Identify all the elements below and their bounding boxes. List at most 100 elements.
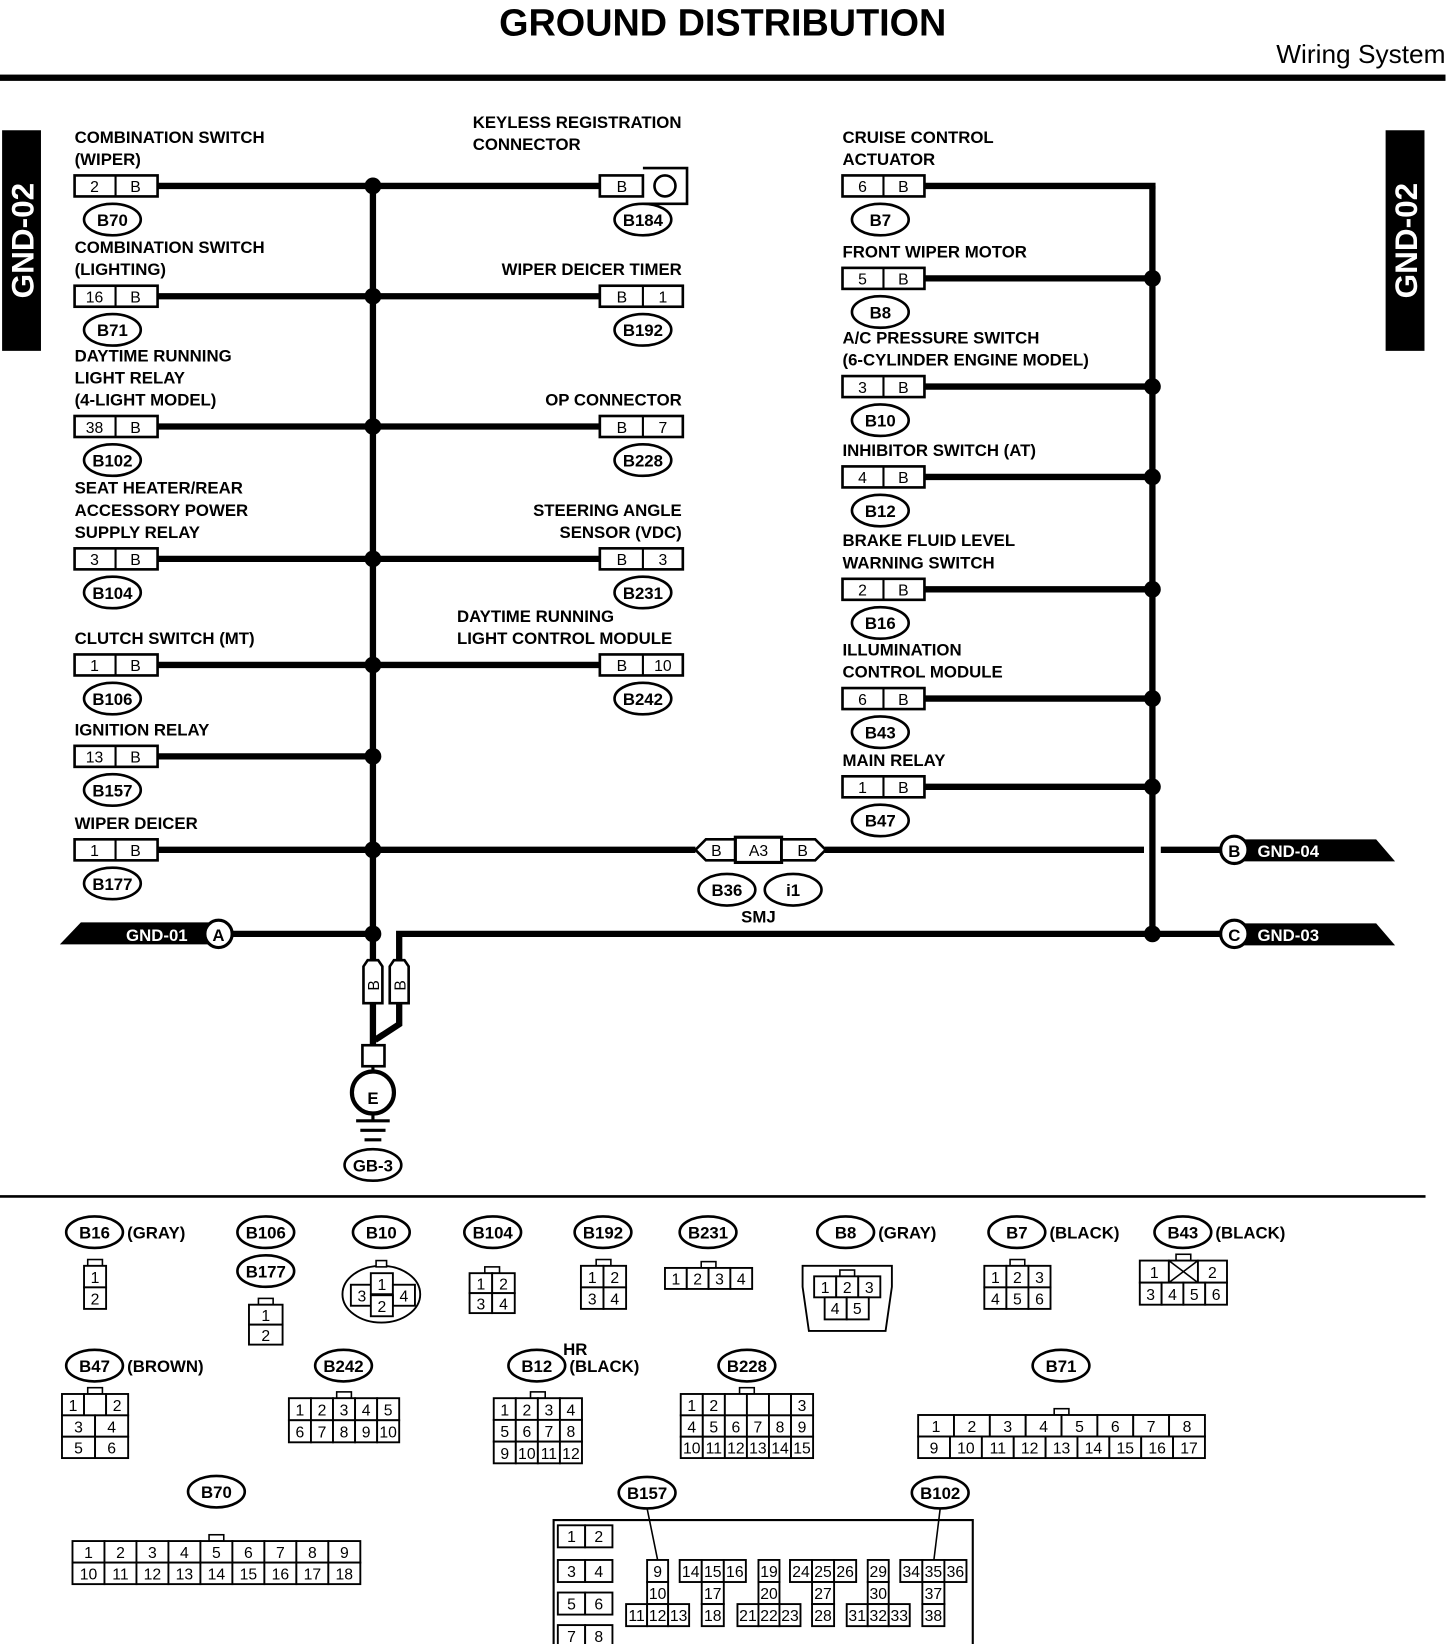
wire-color: B <box>130 552 141 569</box>
pin-number: 4 <box>687 1419 696 1436</box>
pin-cell <box>887 1603 911 1628</box>
pin-number: 27 <box>814 1586 832 1603</box>
pin-number: 12 <box>649 1608 667 1625</box>
pin-cell <box>584 1524 614 1549</box>
connector-color-note: (BROWN) <box>127 1357 204 1376</box>
connector-id: B177 <box>246 1262 286 1281</box>
junction-dot <box>1144 580 1161 598</box>
connector-id-oval <box>815 1215 876 1250</box>
component-label: (LIGHTING) <box>75 260 166 279</box>
component-label: CLUTCH SWITCH (MT) <box>75 629 255 648</box>
connector-id: B242 <box>323 1357 363 1376</box>
component-label: DAYTIME RUNNING <box>457 607 614 626</box>
component-label: (6-CYLINDER ENGINE MODEL) <box>843 351 1089 370</box>
pin-number: 4 <box>1039 1419 1048 1436</box>
connector-id-oval <box>82 772 143 808</box>
pin-number: 10 <box>80 1567 98 1584</box>
pin-number: 6 <box>1035 1291 1044 1308</box>
side-tab-right-label: GND-02 <box>1388 183 1424 299</box>
component-label: ACCESSORY POWER <box>75 501 249 520</box>
connector-latch <box>1175 1253 1192 1262</box>
pin-number: 2 <box>1208 1265 1217 1282</box>
pin-number: 36 <box>947 1564 965 1581</box>
pin-number: 11 <box>990 1441 1006 1458</box>
pin-number: 1 <box>90 843 99 860</box>
pin-cell <box>921 1603 946 1628</box>
connector-id: B102 <box>920 1484 960 1503</box>
pin-number: 21 <box>739 1608 757 1625</box>
pin-cell <box>745 1393 770 1417</box>
connector-id: B157 <box>92 781 132 800</box>
pin-cell <box>376 1419 401 1444</box>
pin-number: 6 <box>858 692 867 709</box>
ground-terminal <box>361 1043 386 1068</box>
connector-color-note: (BLACK) <box>569 1357 639 1376</box>
pin-number: 3 <box>545 1402 554 1419</box>
pin-number: 2 <box>1013 1270 1022 1287</box>
component-label: LIGHT CONTROL MODULE <box>457 629 672 648</box>
connector-id-oval <box>351 1215 412 1250</box>
blank-pin-cross <box>1168 1259 1199 1284</box>
pin-number: 5 <box>1013 1291 1022 1308</box>
connector-id: B106 <box>246 1224 286 1243</box>
arrow-label: GND-03 <box>1257 926 1319 945</box>
pin-number: 9 <box>930 1441 939 1458</box>
connector-box <box>598 653 685 677</box>
pin-cell <box>491 1292 516 1315</box>
pin-number: 4 <box>400 1289 409 1306</box>
pin-number: 10 <box>683 1441 701 1458</box>
connector-id: B10 <box>366 1224 397 1243</box>
pin-number: 24 <box>792 1564 810 1581</box>
pin-number: 15 <box>704 1564 722 1581</box>
pin-cell <box>768 1393 792 1417</box>
connector-id: B184 <box>623 211 664 230</box>
connector-latch <box>208 1533 225 1542</box>
ground-wire-connector <box>388 958 410 1005</box>
component-label: SEAT HEATER/REAR <box>75 479 243 498</box>
pin-number: 5 <box>567 1596 576 1613</box>
pin-number: 33 <box>890 1608 908 1625</box>
pin-number: 1 <box>90 658 99 675</box>
pin-number: 1 <box>858 780 867 797</box>
pin-number: 9 <box>500 1446 509 1463</box>
wire-color: B <box>130 420 141 437</box>
connector-id-oval <box>64 1215 125 1250</box>
page-title: GROUND DISTRIBUTION <box>499 3 946 45</box>
pin-number: 13 <box>1053 1441 1071 1458</box>
pin-number: 4 <box>858 470 867 487</box>
pin-cell <box>700 1603 725 1628</box>
component-label: A/C PRESSURE SWITCH <box>843 329 1040 348</box>
junction-dot <box>1144 269 1161 287</box>
connector-id: B47 <box>865 812 896 831</box>
pin-number: 5 <box>853 1301 862 1318</box>
joint-label: SMJ <box>741 907 776 926</box>
right-component: A/C PRESSURE SWITCH (6-CYLINDER ENGINE MO… <box>841 329 1089 438</box>
pin-number: 2 <box>116 1545 125 1562</box>
connector-housing <box>552 1518 974 1644</box>
pin-number: 9 <box>340 1545 349 1562</box>
pin-number: 8 <box>308 1545 317 1562</box>
connector-id-oval <box>82 866 143 901</box>
pin-number: 10 <box>957 1441 975 1458</box>
connector-latch <box>484 1266 501 1274</box>
connector-id: B43 <box>865 723 896 742</box>
component-label: MAIN RELAY <box>843 751 946 770</box>
connector-id: B157 <box>627 1484 667 1503</box>
wire-color: B <box>797 843 808 860</box>
pin-number: 23 <box>781 1608 799 1625</box>
leader-line <box>646 1508 659 1561</box>
pin-number: 1 <box>1150 1265 1159 1282</box>
pin-cell <box>729 1266 754 1290</box>
connector-id: B242 <box>623 690 663 709</box>
pin-number: 3 <box>74 1419 83 1436</box>
connector-id-oval <box>850 803 911 838</box>
